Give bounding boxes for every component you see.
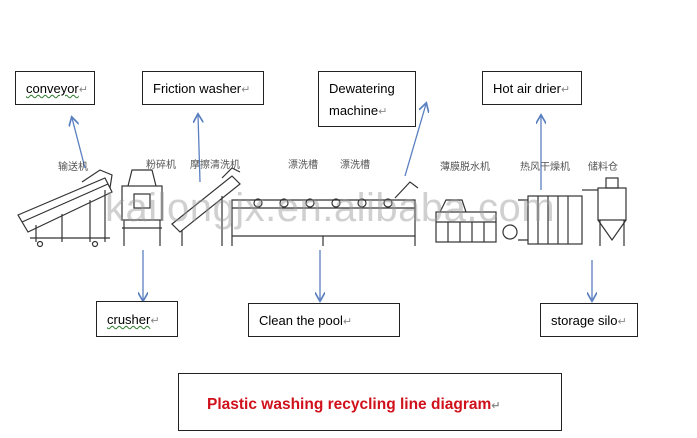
label-storage-silo: storage silo↵: [540, 303, 638, 337]
paragraph-mark: ↵: [78, 84, 88, 96]
caption-rinse-tank-2: 漂洗槽: [340, 160, 370, 171]
hot-air-drier-machine: [518, 195, 583, 245]
label-conveyor-text: conveyor: [26, 81, 79, 96]
caption-crusher: 粉碎机: [146, 160, 176, 171]
paragraph-mark: ↵: [560, 84, 571, 96]
paragraph-mark: ↵: [617, 316, 627, 328]
label-dewatering-line2: machine: [329, 103, 379, 118]
pointer-arrows: [72, 104, 592, 300]
label-storage-silo-text: storage silo: [551, 313, 618, 328]
rinsing-tank: [231, 181, 419, 246]
watermark: kailongjx.en.alibaba.com: [105, 186, 556, 230]
storage-silo-machine: [582, 177, 627, 246]
paragraph-mark: ↵: [241, 84, 251, 96]
dewatering-machine: [435, 199, 518, 243]
paragraph-mark: ↵: [378, 106, 388, 118]
label-friction-washer-text: Friction washer: [153, 81, 242, 96]
conveyor-machine: [17, 169, 113, 248]
paragraph-mark: ↵: [342, 316, 353, 328]
arrow-to-dewatering: [404, 104, 426, 177]
caption-storage-silo: 储料仓: [588, 162, 618, 173]
label-hot-air-drier: Hot air drier↵: [482, 71, 582, 105]
paragraph-mark: ↵: [491, 400, 501, 412]
diagram-title-box: Plastic washing recycling line diagram↵: [178, 373, 562, 431]
caption-rinse-tank-1: 漂洗槽: [288, 160, 318, 171]
caption-dewatering: 薄膜脱水机: [440, 162, 490, 173]
label-clean-pool: Clean the pool↵: [248, 303, 400, 337]
caption-conveyor: 输送机: [58, 162, 88, 173]
label-conveyor: conveyor↵: [15, 71, 95, 105]
paragraph-mark: ↵: [150, 315, 160, 327]
friction-washer-machine: [171, 167, 241, 246]
label-friction-washer: Friction washer↵: [142, 71, 264, 105]
label-dewatering-line1: Dewatering: [329, 81, 395, 96]
label-crusher-text: crusher: [107, 312, 151, 327]
label-hot-air-drier-text: Hot air drier: [493, 81, 561, 96]
label-crusher: crusher↵: [96, 301, 178, 337]
label-clean-pool-text: Clean the pool: [259, 313, 343, 328]
crusher-machine: [121, 169, 163, 246]
caption-hot-air-drier: 热风干燥机: [520, 162, 570, 173]
diagram-title: Plastic washing recycling line diagram: [207, 396, 492, 413]
label-dewatering-machine: Dewatering machine↵: [318, 71, 416, 127]
arrow-to-conveyor: [72, 118, 86, 169]
arrow-to-friction-washer: [198, 115, 200, 183]
caption-friction-washer: 摩擦清洗机: [190, 160, 240, 171]
